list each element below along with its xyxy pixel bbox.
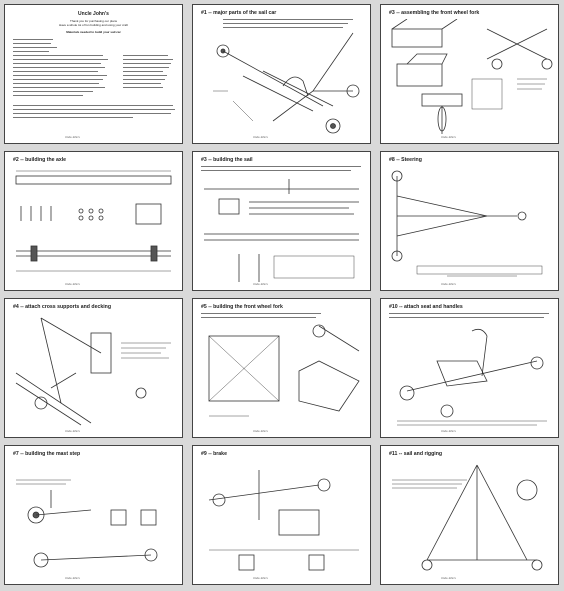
page-front-fork-building: #5 -- building the front wheel fork Uncl…: [192, 298, 371, 438]
axle-illustration: [15, 170, 172, 272]
page-footer: Uncle John's: [253, 430, 268, 433]
page-footer: Uncle John's: [65, 430, 80, 433]
page-title: #3 -- assembling the front wheel fork: [389, 10, 480, 16]
page-footer: Uncle John's: [253, 577, 268, 580]
page-title: #7 -- building the mast step: [13, 451, 81, 457]
page-mast-step: #7 -- building the mast step Uncle John'…: [4, 445, 183, 585]
page-footer: Uncle John's: [441, 577, 456, 580]
page-title: #4 -- attach cross supports and decking: [13, 304, 112, 310]
cover-subtitle: Thank you for purchasing our plans: [69, 19, 118, 23]
page-seat-handles: #10 -- attach seat and handles Uncle Joh…: [380, 298, 559, 438]
page-title: #3 -- building the sail: [201, 157, 253, 163]
page-title: #8 -- Steering: [389, 157, 422, 163]
page-footer: Uncle John's: [65, 283, 80, 286]
fork-template-illustration: [208, 324, 360, 417]
page-major-parts: #1 -- major parts of the sail car Uncle …: [192, 4, 371, 144]
page-title: #2 -- building the axle: [13, 157, 67, 163]
page-axle: #2 -- building the axle Uncle John's: [4, 151, 183, 291]
cover-header: Uncle John's: [78, 11, 109, 17]
mast-step-illustration: [16, 479, 158, 568]
page-footer: Uncle John's: [441, 283, 456, 286]
page-title: #1 -- major parts of the sail car: [201, 10, 277, 16]
page-sail-building: #3 -- building the sail Uncle John's: [192, 151, 371, 291]
rigging-illustration: [392, 464, 543, 571]
page-cover: Uncle John's Thank you for purchasing ou…: [4, 4, 183, 144]
page-footer: Uncle John's: [65, 577, 80, 580]
page-footer: Uncle John's: [253, 136, 268, 139]
brake-illustration: [208, 470, 359, 571]
page-title: #10 -- attach seat and handles: [389, 304, 463, 310]
page-cross-supports: #4 -- attach cross supports and decking …: [4, 298, 183, 438]
page-title: #11 -- sail and rigging: [389, 451, 443, 457]
page-footer: Uncle John's: [441, 430, 456, 433]
decking-illustration: [15, 317, 171, 426]
cover-tagline: Have a whole lot of fun building and usi…: [59, 23, 128, 27]
front-fork-illustration: [391, 19, 553, 134]
page-front-fork-assembly: #3 -- assembling the front wheel fork Un…: [380, 4, 559, 144]
seat-illustration: [397, 328, 547, 426]
page-brake: #9 -- brake Uncle John's: [192, 445, 371, 585]
page-footer: Uncle John's: [253, 283, 268, 286]
sail-frame-illustration: [204, 179, 359, 282]
steering-illustration: [391, 170, 543, 277]
page-footer: Uncle John's: [65, 136, 80, 139]
plan-sheet-grid: Uncle John's Thank you for purchasing ou…: [4, 4, 560, 587]
page-title: #5 -- building the front wheel fork: [201, 304, 283, 310]
sail-car-parts-illustration: [213, 32, 360, 134]
page-footer: Uncle John's: [441, 136, 456, 139]
page-steering: #8 -- Steering Uncle John's: [380, 151, 559, 291]
page-title: #9 -- brake: [201, 451, 227, 457]
page-sail-rigging: #11 -- sail and rigging Uncle John's: [380, 445, 559, 585]
materials-heading: Materials needed to build your sail car: [66, 30, 121, 34]
